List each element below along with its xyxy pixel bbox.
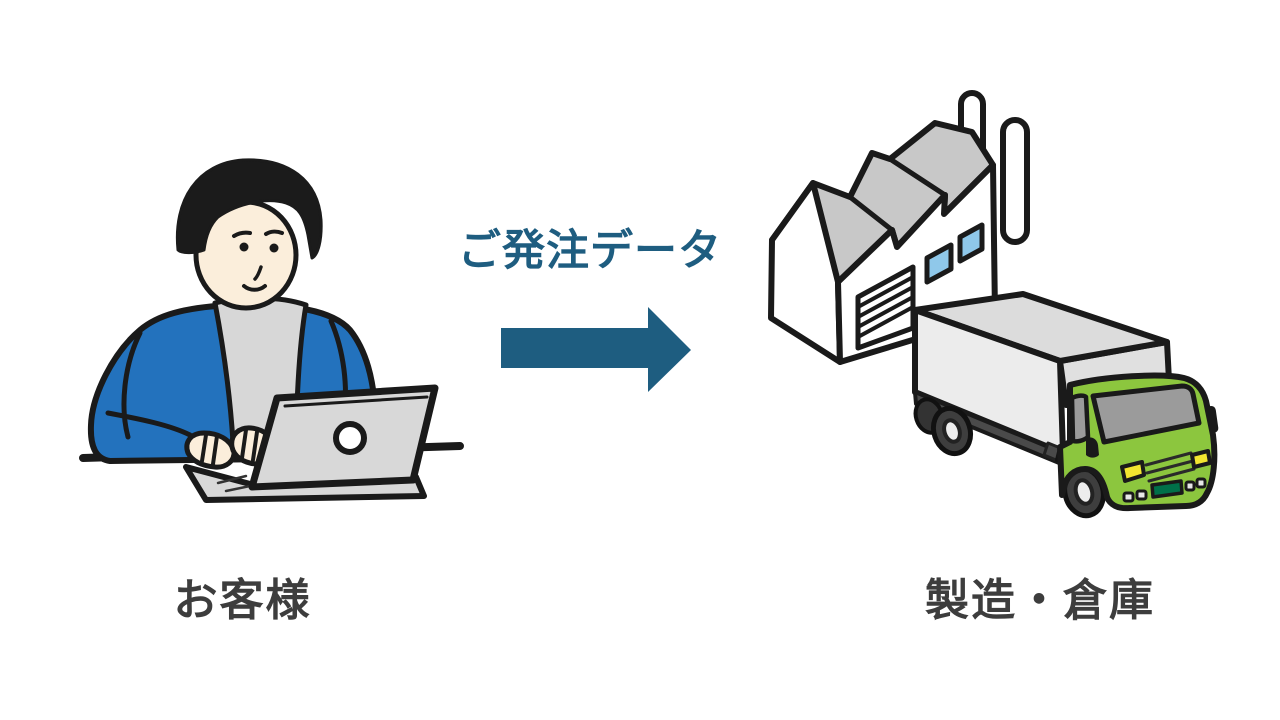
laptop-logo [333,421,367,455]
rear-wheel [930,405,974,457]
factory-icon [768,90,1030,365]
right-eye [269,243,279,253]
chimney-2 [1000,117,1030,245]
left-eye [239,242,249,252]
head [175,158,323,311]
cab [1057,372,1219,512]
factory-figure [755,85,1035,375]
left-mirror [1086,437,1099,458]
eyebrows [232,229,284,238]
right-arrow-icon [501,307,691,392]
person-at-laptop-icon [79,158,464,503]
laptop-lid [248,384,439,491]
right-mirror [1206,406,1219,433]
side-window [1069,393,1091,444]
bumper-lights [1122,477,1207,503]
mouth [242,284,267,292]
factory-window-1 [924,242,954,285]
grille-lines [1144,451,1196,483]
truck-icon [912,291,1219,519]
flow-arrow [500,305,696,395]
customer-figure [78,155,468,525]
factory-window-2 [957,222,985,264]
cargo-box [912,291,1173,456]
hair [175,158,323,260]
license-plate [1150,479,1184,499]
gable-wall [768,180,843,365]
nose [253,265,263,281]
windshield [1090,383,1202,445]
flow-label: ご発注データ [458,226,722,276]
caption-manufacturing-warehouse: 製造・倉庫 [925,575,1155,626]
headlight-left [1120,460,1146,483]
caption-customer: お客様 [173,575,312,626]
headlight-right [1190,449,1212,469]
truck-figure [900,285,1220,530]
